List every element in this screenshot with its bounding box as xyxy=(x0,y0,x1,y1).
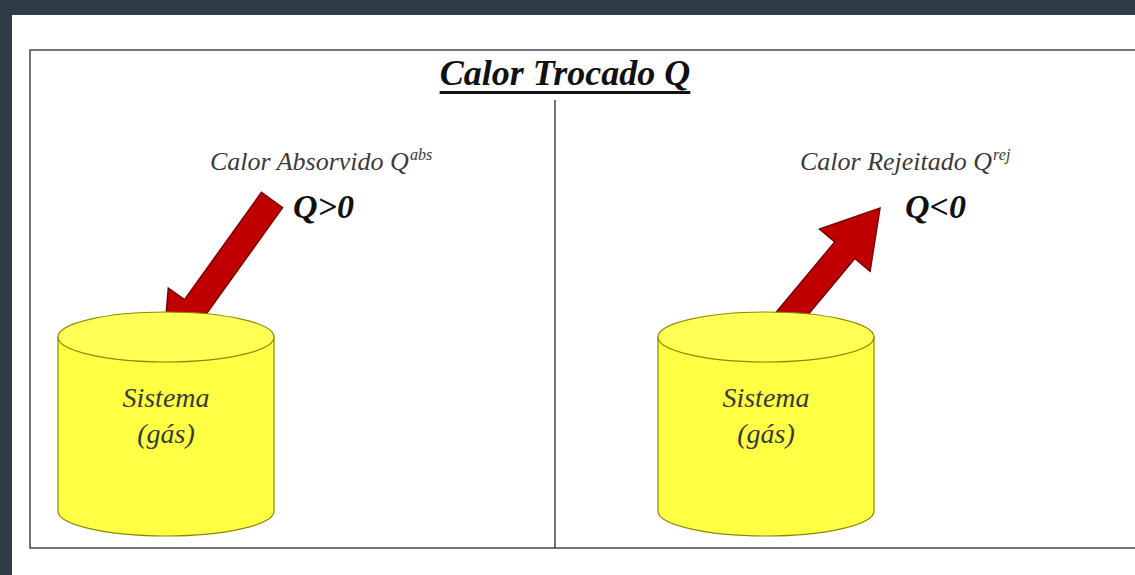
heat-label: Calor Absorvido Q xyxy=(210,147,409,176)
panel-divider xyxy=(554,100,556,548)
label-group: Calor Absorvido Qabs xyxy=(210,146,432,177)
sign-label: Q>0 xyxy=(293,188,354,225)
system-cylinder: Sistema (gás) xyxy=(57,310,275,538)
cylinder-body xyxy=(58,337,274,536)
cylinder-body xyxy=(658,337,874,536)
label-group: Calor Rejeitado Qrej xyxy=(800,146,1010,177)
superscript-label: abs xyxy=(410,146,432,163)
system-label: Sistema (gás) xyxy=(101,380,231,452)
label-group: Q>0 xyxy=(293,188,354,226)
heat-label: Calor Rejeitado Q xyxy=(800,147,992,176)
outer-frame xyxy=(30,50,1135,548)
system-cylinder: Sistema (gás) xyxy=(657,310,875,538)
diagram-title: Calor Trocado Q xyxy=(440,52,691,94)
superscript-label: rej xyxy=(993,146,1010,163)
page-ground xyxy=(12,15,1135,575)
system-label: Sistema (gás) xyxy=(701,380,831,452)
sign-label: Q<0 xyxy=(905,188,966,225)
label-group: Q<0 xyxy=(905,188,966,226)
cylinder-top xyxy=(658,312,874,362)
cylinder-top xyxy=(58,312,274,362)
